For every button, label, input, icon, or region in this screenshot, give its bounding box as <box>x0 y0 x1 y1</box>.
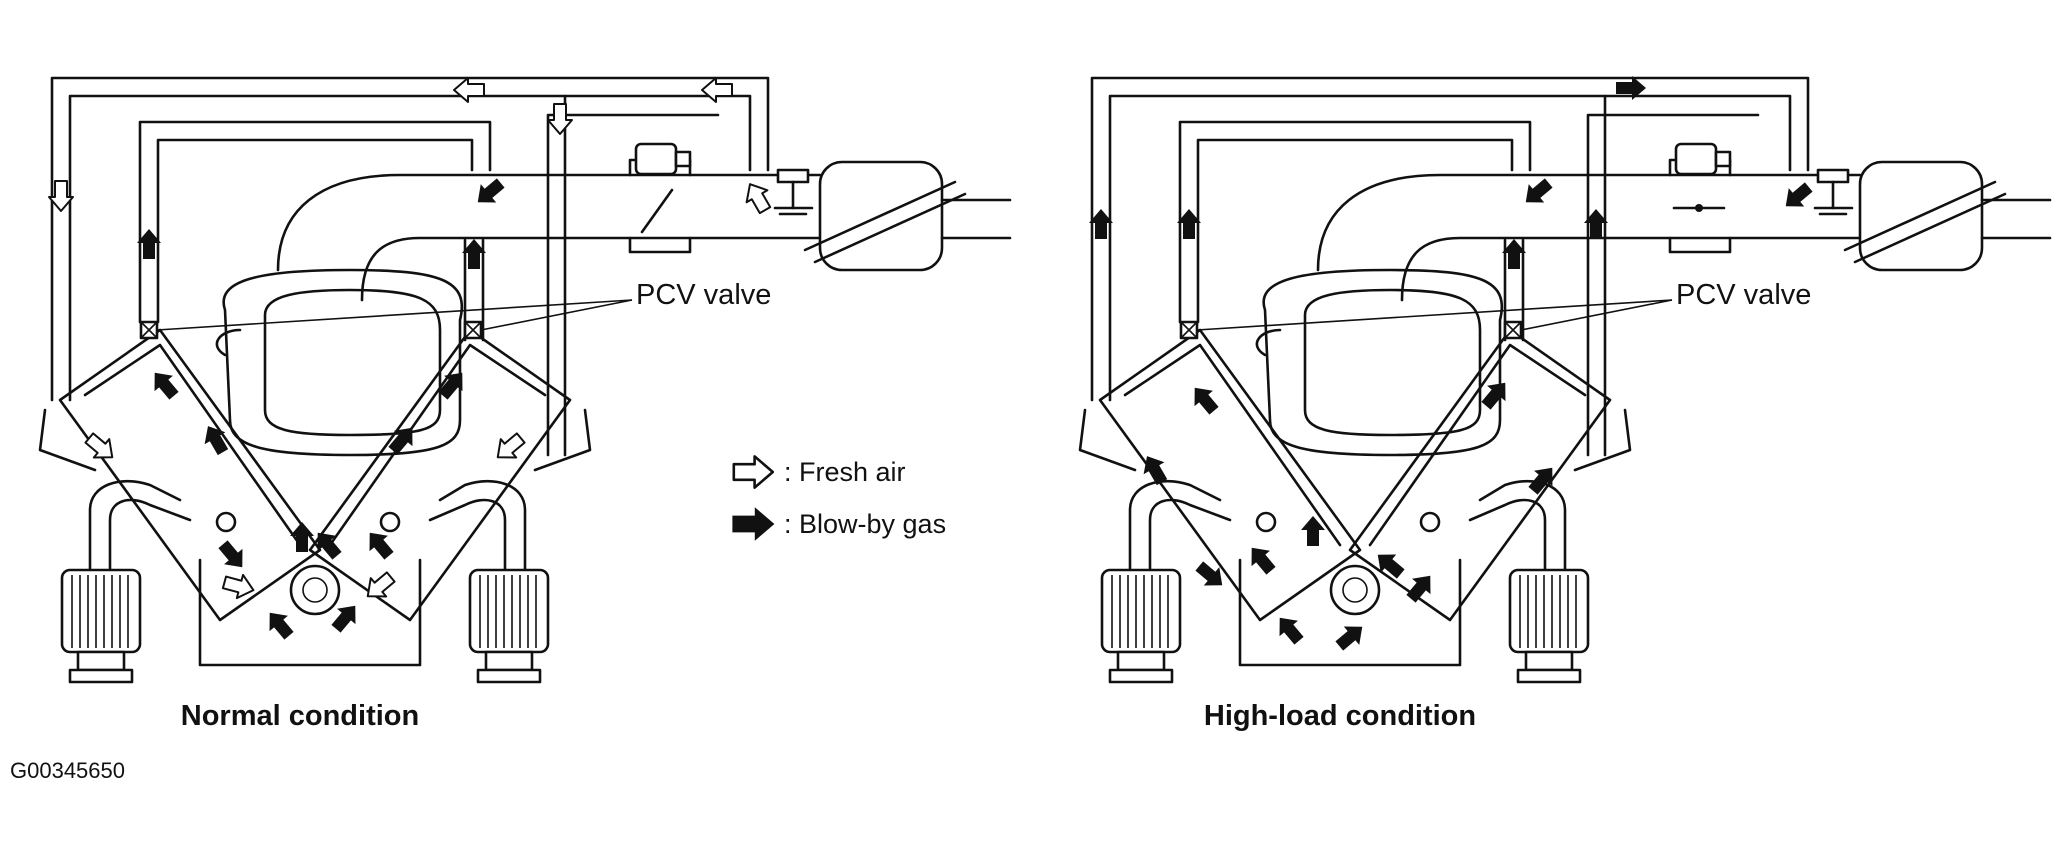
fresh-air-arrow <box>547 103 573 135</box>
blow-by-arrow <box>1778 177 1817 216</box>
blow-by-arrow <box>1270 610 1309 649</box>
pcv-valve-label-high-load: PCV valve <box>1676 279 1811 311</box>
fresh-air-arrow <box>80 427 121 468</box>
throttle-plate-normal <box>640 188 674 234</box>
fresh-air-arrow <box>489 427 530 468</box>
blow-by-arrow <box>1242 540 1281 579</box>
blow-by-arrow <box>1476 375 1515 414</box>
caption-normal-condition: Normal condition <box>181 700 419 732</box>
panel-high-load: PCV valve High-load condition <box>1078 76 2052 732</box>
legend-blow-by: : Blow-by gas <box>784 509 946 539</box>
fresh-air-arrow <box>701 77 733 103</box>
blow-by-arrow <box>1518 173 1557 212</box>
panel-normal: PCV valve Normal condition <box>38 76 1012 732</box>
figure-code: G00345650 <box>10 758 125 783</box>
blow-by-arrow <box>213 536 252 575</box>
legend-fresh-air: : Fresh air <box>784 457 906 487</box>
fresh-air-arrow <box>453 77 485 103</box>
fresh-air-arrow <box>738 177 777 218</box>
caption-high-load-condition: High-load condition <box>1204 700 1476 732</box>
engine-drawing-normal <box>38 76 1012 684</box>
fresh-air-legend-icon <box>732 455 775 489</box>
engine-drawing-high-load <box>1078 76 2052 684</box>
legend: : Fresh air : Blow-by gas <box>732 455 946 541</box>
blow-by-arrow <box>1191 556 1230 595</box>
blow-by-arrow <box>1185 380 1224 419</box>
blow-by-legend-icon <box>732 507 775 541</box>
blow-by-arrow <box>1331 617 1370 656</box>
throttle-shaft <box>1695 204 1703 212</box>
blow-by-arrow <box>260 605 299 644</box>
pcv-valve-label-normal: PCV valve <box>636 279 771 311</box>
blow-by-arrow <box>470 173 509 212</box>
